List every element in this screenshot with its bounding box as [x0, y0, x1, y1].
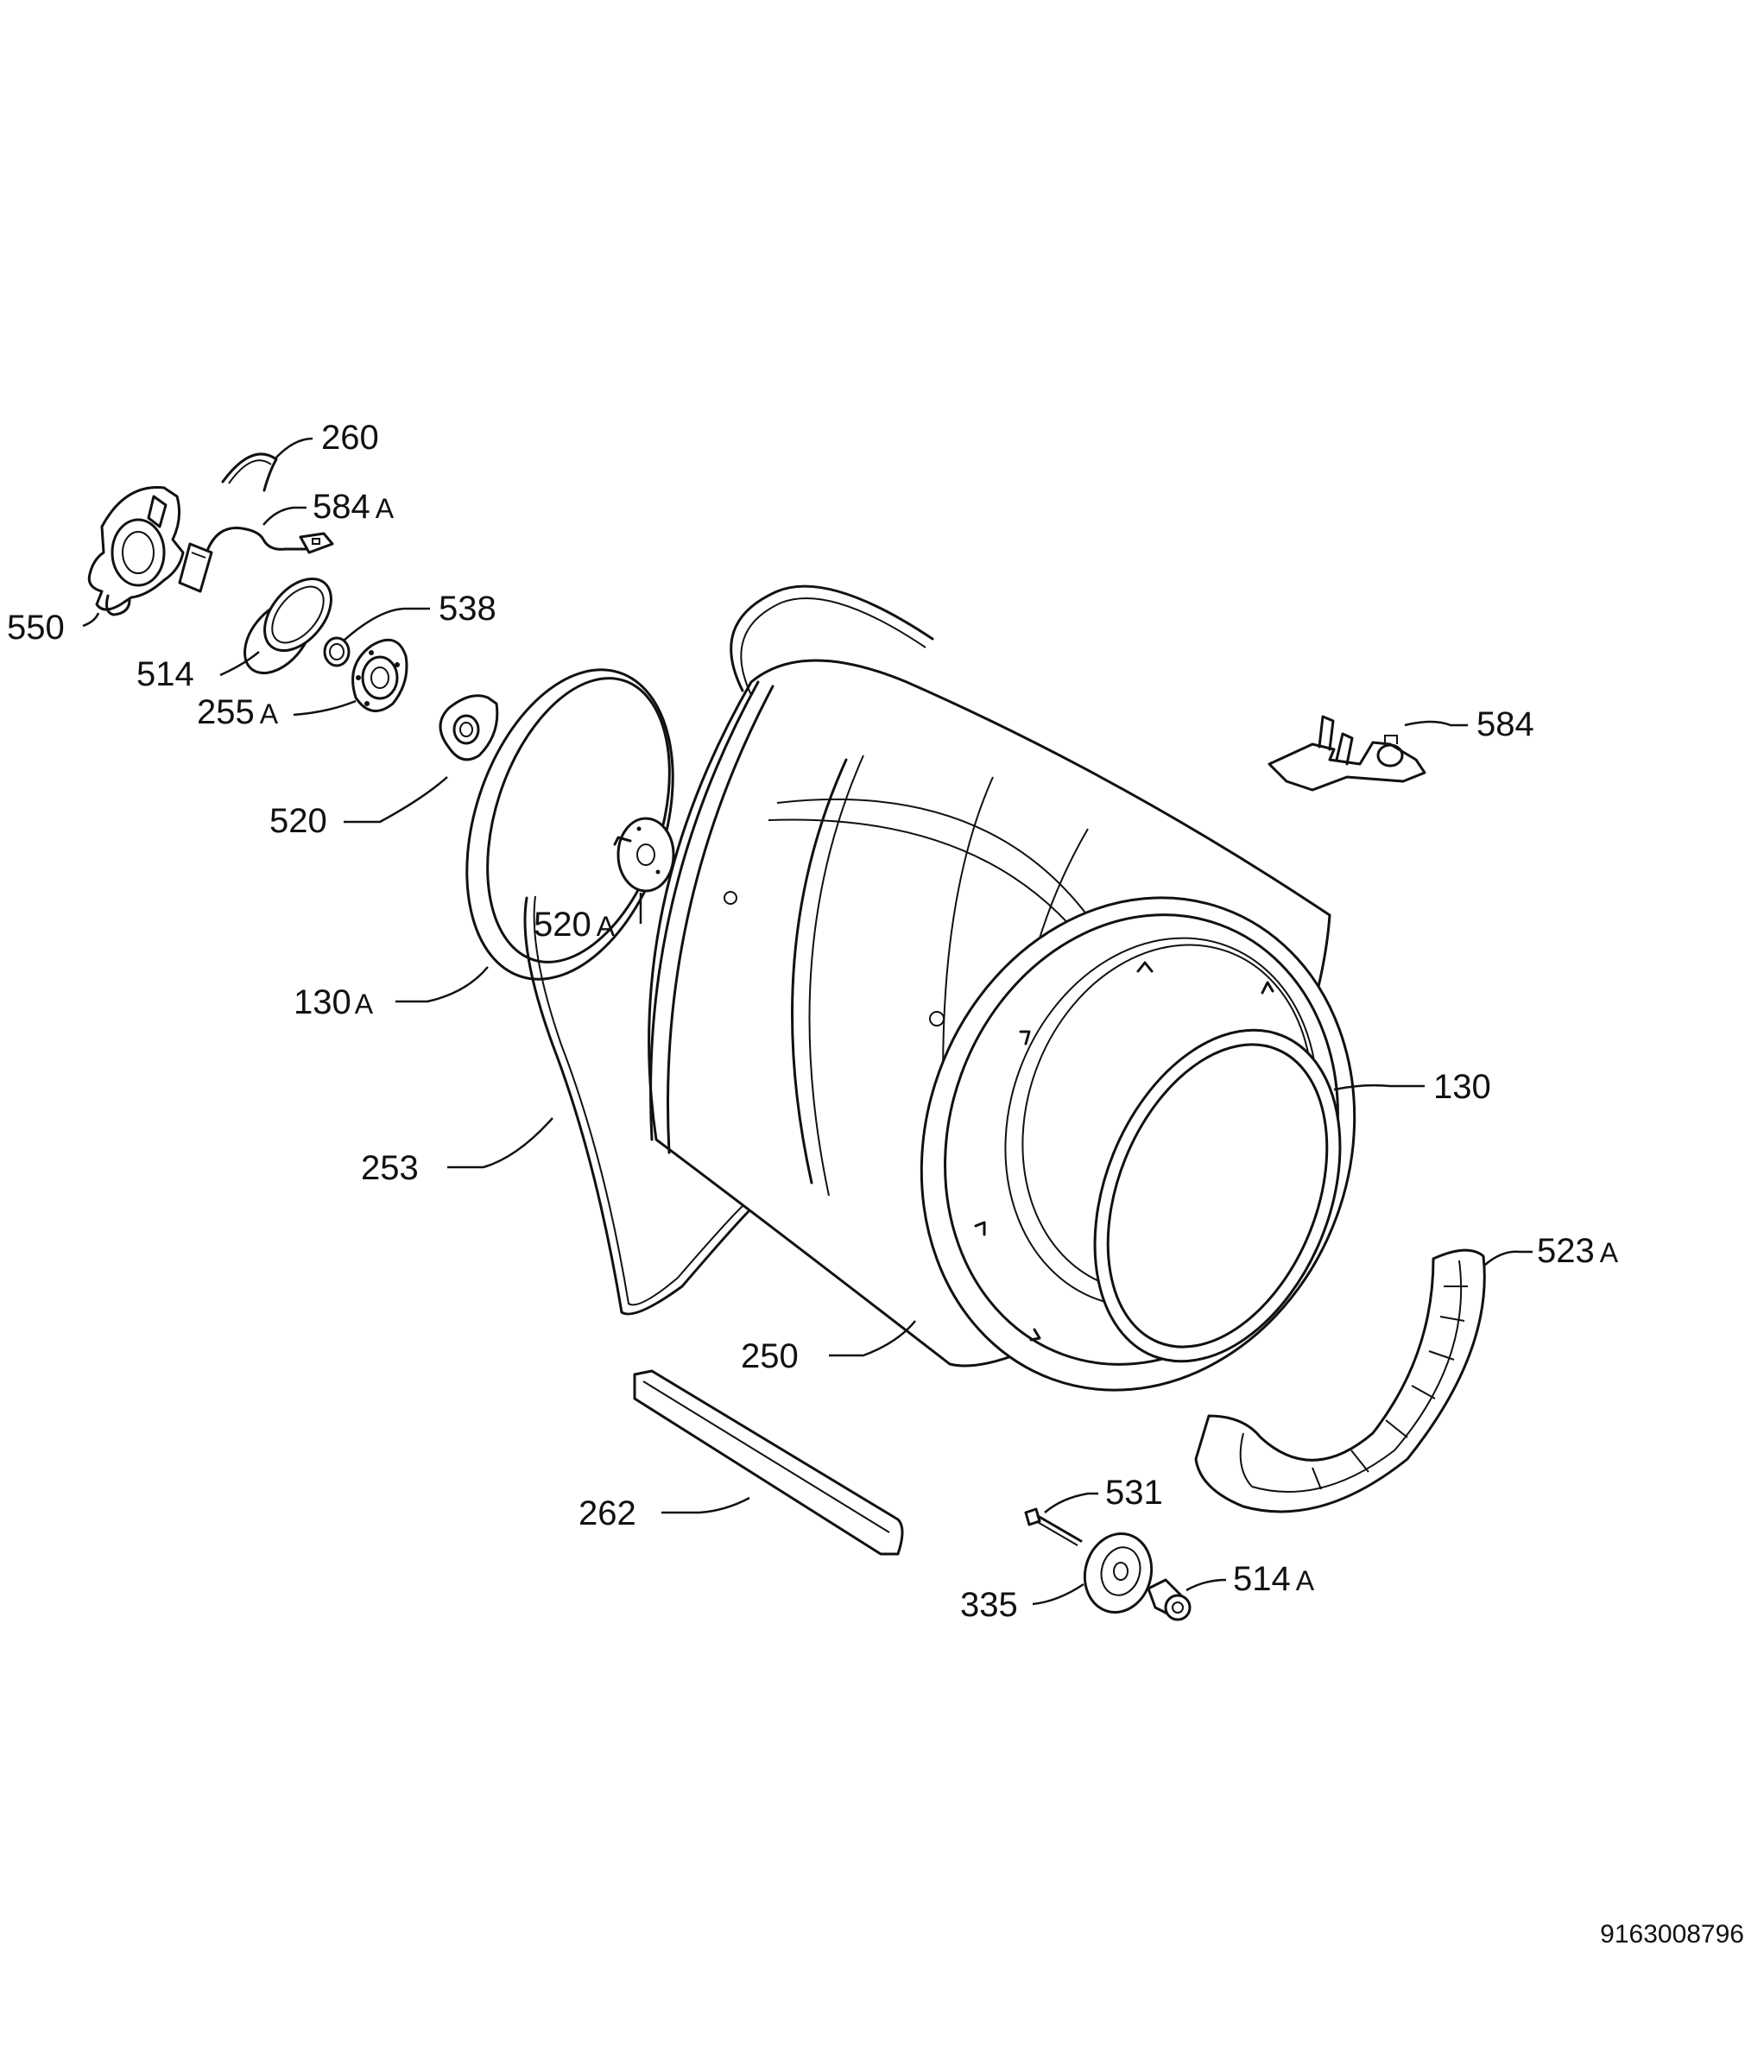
callout-531: 531 — [1105, 1474, 1163, 1512]
part-520a-shaft-plate — [613, 817, 675, 893]
callout-250: 250 — [741, 1337, 799, 1375]
document-number: 9163008796 — [1600, 1920, 1744, 1949]
part-550-bracket — [87, 486, 185, 616]
part-584-thermostat — [1268, 715, 1426, 792]
part-584a-sensor-cable — [178, 527, 334, 593]
part-250-drum — [648, 584, 1356, 1392]
callout-130: 130 — [1433, 1068, 1491, 1106]
part-514-ring — [243, 577, 332, 675]
callout-262: 262 — [579, 1494, 636, 1532]
part-130-front-seal — [1093, 1028, 1342, 1363]
callout-520: 520 — [269, 802, 327, 840]
part-520-bearing-plate — [439, 694, 499, 761]
callout-538: 538 — [439, 590, 496, 628]
part-262-strip — [633, 1369, 904, 1556]
callout-335: 335 — [960, 1586, 1018, 1624]
callout-550: 550 — [7, 609, 65, 647]
part-260-wire-clip — [221, 452, 278, 492]
leader-lines — [82, 437, 1533, 1606]
callout-260: 260 — [321, 419, 379, 457]
part-335-roller — [1083, 1532, 1154, 1614]
callout-253: 253 — [361, 1149, 419, 1187]
callout-584: 584 — [1476, 705, 1534, 743]
part-514a-bushing — [1147, 1578, 1192, 1621]
part-255a-flange — [351, 638, 408, 712]
part-253-drive-belt — [523, 895, 753, 1316]
part-538-washer — [323, 636, 351, 667]
part-523a-curved-strip — [1194, 1248, 1486, 1513]
part-531-screw — [1024, 1507, 1083, 1546]
callout-514: 514 — [136, 655, 194, 693]
